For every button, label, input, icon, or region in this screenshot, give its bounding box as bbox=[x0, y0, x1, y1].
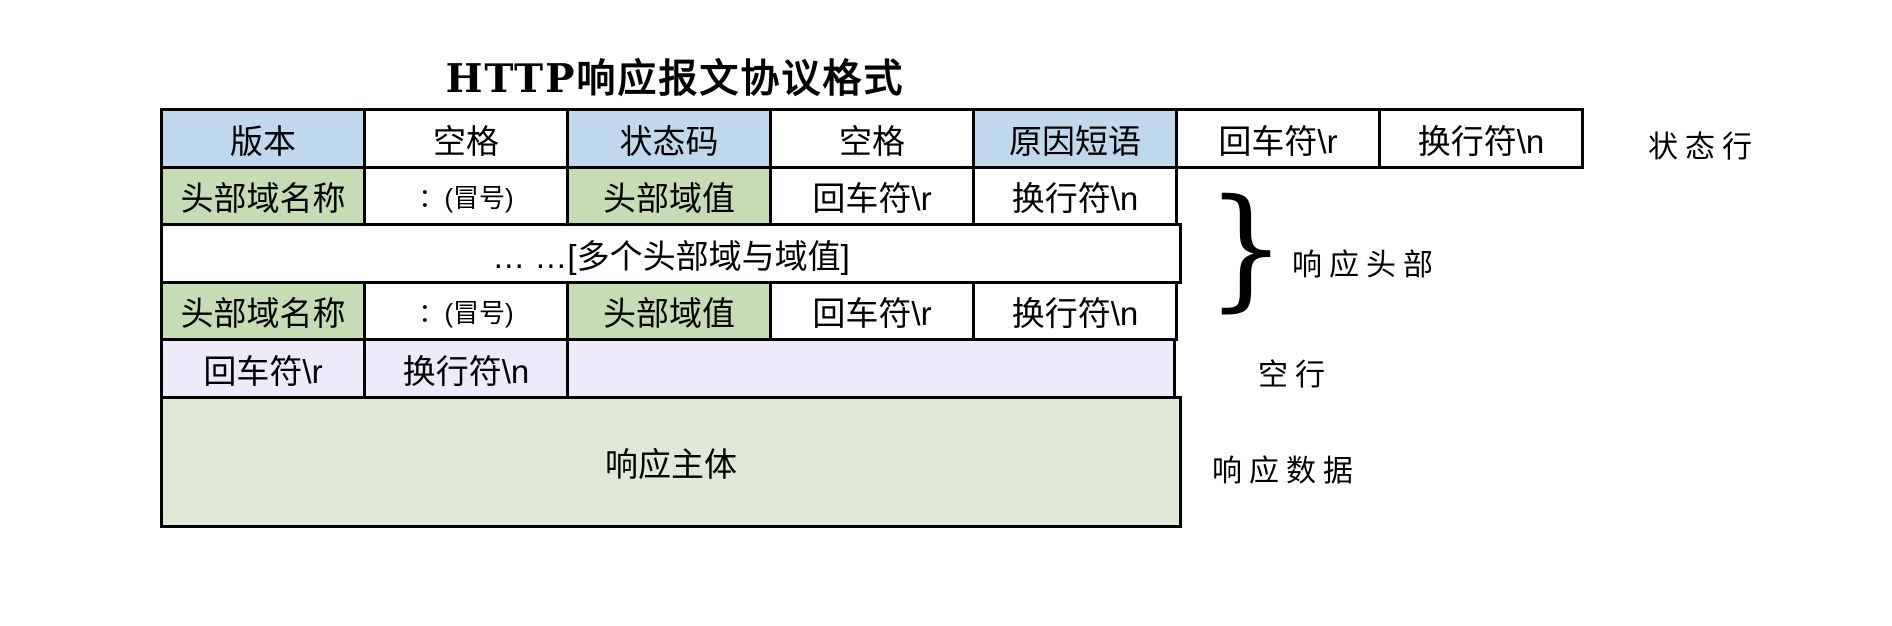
curly-brace: } bbox=[1206, 171, 1286, 325]
status-line-row: 版本 空格 状态码 空格 原因短语 回车符\r 换行符\n bbox=[160, 108, 1584, 169]
cell-lf: 换行符\n bbox=[972, 166, 1178, 226]
blank-line-row: 回车符\r 换行符\n bbox=[160, 338, 1176, 399]
cell-version: 版本 bbox=[160, 108, 366, 169]
cell-more-headers: … …[多个头部域与域值] bbox=[160, 223, 1182, 284]
cell-colon: ：(冒号) bbox=[363, 166, 569, 226]
cell-space-2: 空格 bbox=[769, 108, 975, 169]
cell-lf: 换行符\n bbox=[1378, 108, 1584, 169]
cell-cr: 回车符\r bbox=[769, 166, 975, 226]
more-headers-row: … …[多个头部域与域值] bbox=[160, 223, 1182, 284]
cell-space-1: 空格 bbox=[363, 108, 569, 169]
cell-lf: 换行符\n bbox=[363, 338, 569, 399]
cell-field-name: 头部域名称 bbox=[160, 166, 366, 226]
cell-status-code: 状态码 bbox=[566, 108, 772, 169]
cell-cr: 回车符\r bbox=[160, 338, 366, 399]
response-body-row: 响应主体 bbox=[160, 396, 1182, 528]
label-response-header: 响应头部 bbox=[1292, 248, 1440, 283]
cell-field-value: 头部域值 bbox=[566, 166, 772, 226]
label-response-data: 响应数据 bbox=[1212, 454, 1360, 489]
header-field-row-1: 头部域名称 ：(冒号) 头部域值 回车符\r 换行符\n bbox=[160, 166, 1178, 226]
page-title: HTTP响应报文协议格式 bbox=[445, 56, 905, 102]
cell-response-body: 响应主体 bbox=[160, 396, 1182, 528]
cell-field-value: 头部域值 bbox=[566, 281, 772, 341]
cell-reason-phrase: 原因短语 bbox=[972, 108, 1178, 169]
cell-cr: 回车符\r bbox=[769, 281, 975, 341]
cell-cr: 回车符\r bbox=[1175, 108, 1381, 169]
label-blank-line: 空行 bbox=[1258, 358, 1332, 393]
label-status-line: 状态行 bbox=[1648, 130, 1759, 165]
cell-lf: 换行符\n bbox=[972, 281, 1178, 341]
header-field-row-2: 头部域名称 ：(冒号) 头部域值 回车符\r 换行符\n bbox=[160, 281, 1178, 341]
cell-colon: ：(冒号) bbox=[363, 281, 569, 341]
cell-blank-empty bbox=[566, 338, 1176, 399]
cell-field-name: 头部域名称 bbox=[160, 281, 366, 341]
